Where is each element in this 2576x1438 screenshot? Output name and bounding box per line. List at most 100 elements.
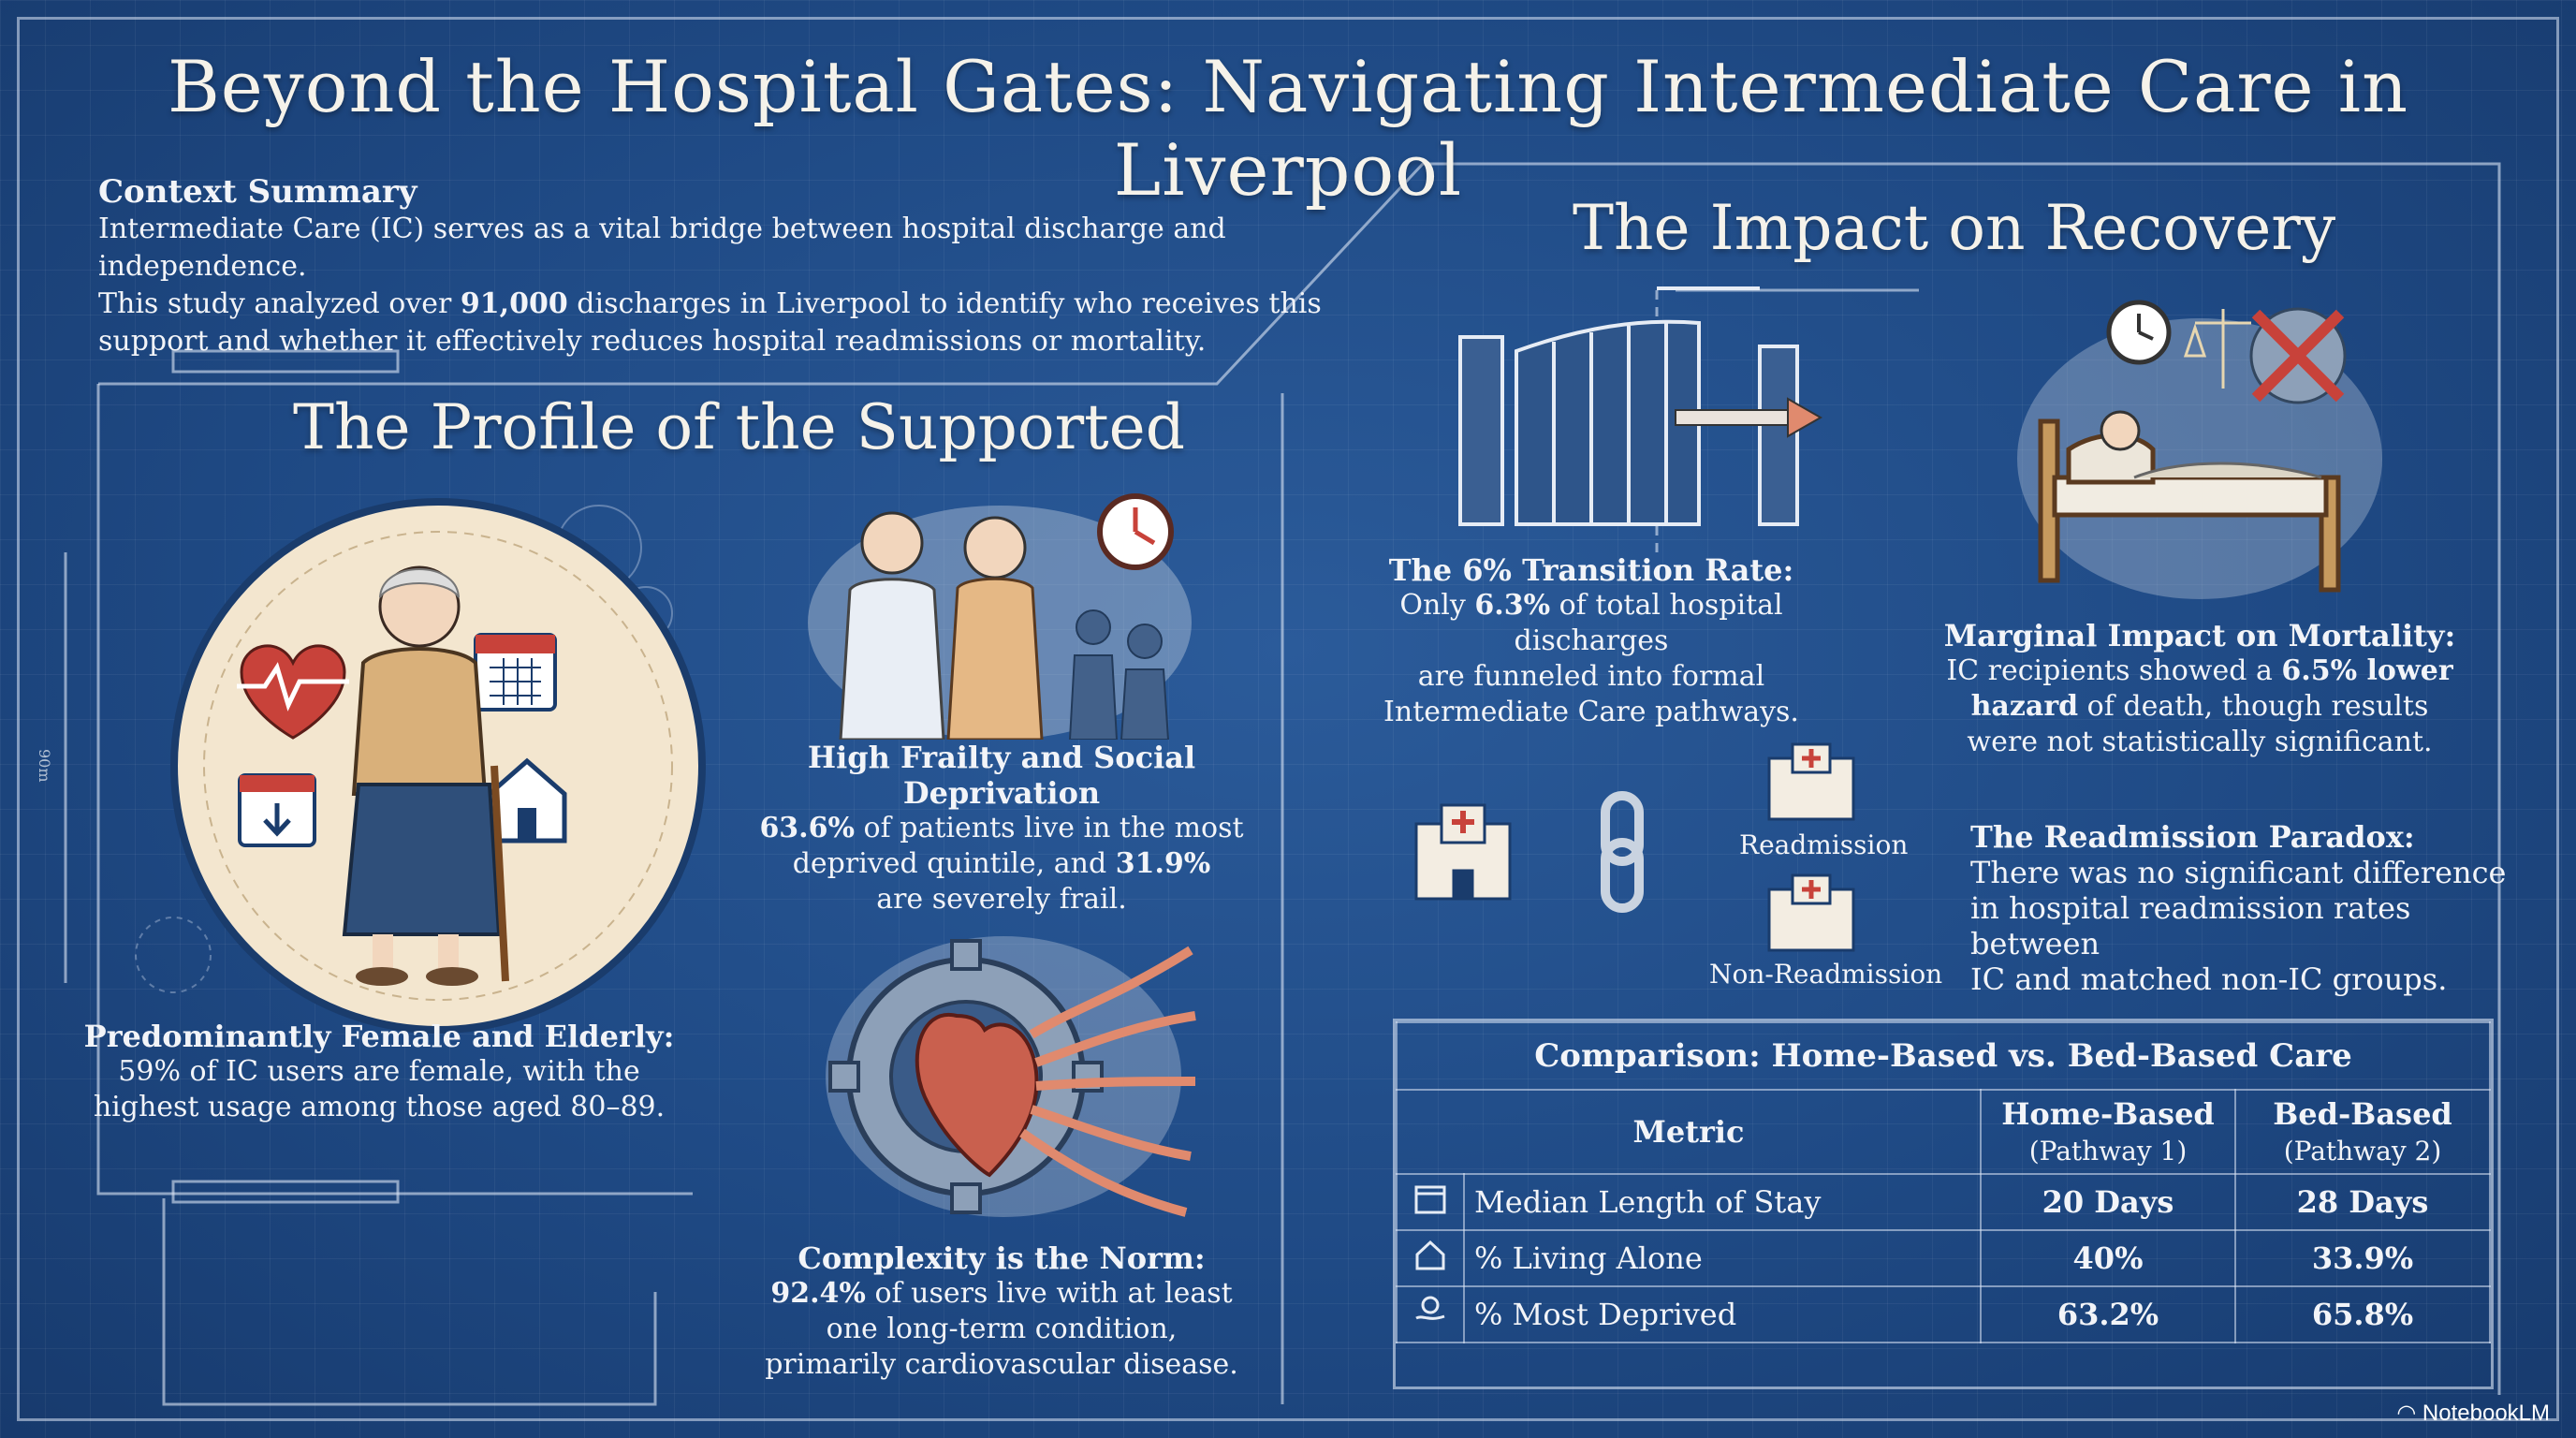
context-summary: Context Summary Intermediate Care (IC) s…: [98, 173, 1343, 360]
notebooklm-watermark: ◠ NotebookLM: [2396, 1400, 2550, 1427]
transition-caption: The 6% Transition Rate: Only 6.3% of tot…: [1348, 552, 1835, 730]
context-line-2b: discharges in Liverpool to identify who …: [567, 287, 1322, 320]
readmission-line-3: IC and matched non-IC groups.: [1970, 961, 2448, 997]
row-bed-value: 65.8%: [2234, 1285, 2491, 1343]
clock-icon: [1097, 493, 1174, 570]
row-home-value: 40%: [1980, 1229, 2236, 1287]
female-elderly-caption: Predominantly Female and Elderly: 59% of…: [75, 1019, 683, 1125]
row-home-value: 20 Days: [1980, 1173, 2236, 1231]
hospital-icon-readmission: [1767, 742, 1855, 821]
elderly-man-figure: [839, 511, 945, 740]
complexity-ltc-pct: 92.4%: [770, 1277, 866, 1310]
header-home-label: Home-Based: [2001, 1096, 2215, 1132]
non-readmission-label: Non-Readmission: [1709, 959, 1943, 990]
table-row: % Living Alone 40% 33.9%: [1396, 1229, 2491, 1287]
heart-icon: [915, 1012, 1039, 1178]
female-elderly-heading: Predominantly Female and Elderly:: [83, 1019, 675, 1054]
mortality-line-3: were not statistically significant.: [1967, 726, 2433, 758]
house-icon: [1396, 1229, 1465, 1287]
transition-line-1b: of total hospital discharges: [1514, 589, 1783, 657]
transition-pct: 6.3%: [1474, 589, 1551, 622]
context-heading: Context Summary: [98, 173, 417, 211]
female-elderly-line-2: highest usage among those aged 80–89.: [93, 1091, 666, 1123]
scale-label: 90m: [36, 749, 53, 783]
frailty-frail-pct: 31.9%: [1115, 847, 1211, 880]
hospital-bed-illustration: [2017, 300, 2382, 599]
readmission-heading: The Readmission Paradox:: [1970, 819, 2415, 855]
row-bed-value: 28 Days: [2234, 1173, 2491, 1231]
complexity-line-3: primarily cardiovascular disease.: [765, 1348, 1238, 1381]
calendar-icon: [474, 633, 557, 712]
transition-line-2: are funneled into formal: [1417, 660, 1765, 693]
context-discharge-count: 91,000: [460, 287, 568, 320]
skull-crossed-icon: [2249, 307, 2347, 404]
notebooklm-logo-icon: ◠: [2396, 1401, 2422, 1426]
mortality-hazard: hazard: [1970, 690, 2079, 723]
mortality-line-2: of death, though results: [2078, 690, 2429, 723]
header-bed-label: Bed-Based: [2273, 1096, 2452, 1132]
header-metric: Metric: [1396, 1089, 1982, 1175]
impact-heading: The Impact on Recovery: [1573, 192, 2336, 264]
mortality-line-1a: IC recipients showed a: [1946, 654, 2282, 687]
heart-gear-illustration: [826, 936, 1196, 1217]
page-title: Beyond the Hospital Gates: Navigating In…: [167, 45, 2409, 212]
header-bed-sub: (Pathway 2): [2283, 1136, 2442, 1167]
readmission-caption: The Readmission Paradox: There was no si…: [1970, 819, 2532, 997]
header-home-sub: (Pathway 1): [2028, 1136, 2188, 1167]
header-bed: Bed-Based (Pathway 2): [2234, 1089, 2491, 1175]
people-silhouettes: [1068, 609, 1170, 740]
hospital-icon-non-readmission: [1767, 873, 1855, 952]
profile-heading: The Profile of the Supported: [293, 391, 1185, 463]
table-title: Comparison: Home-Based vs. Bed-Based Car…: [1396, 1021, 2491, 1091]
outer-frame: [17, 17, 2559, 1421]
chain-link-icon: [1601, 791, 1644, 913]
transition-line-3: Intermediate Care pathways.: [1383, 696, 1799, 728]
scales-icon: [2183, 309, 2251, 389]
elderly-woman-illustration: [170, 498, 706, 1034]
mortality-heading: Marginal Impact on Mortality:: [1943, 618, 2456, 653]
complexity-caption: Complexity is the Norm: 92.4% of users l…: [739, 1240, 1264, 1383]
clock-icon-2: [2106, 300, 2172, 365]
row-metric: % Living Alone: [1463, 1229, 1982, 1287]
elderly-couple-illustration: [808, 493, 1192, 740]
complexity-line-1: of users live with at least: [865, 1277, 1233, 1310]
row-metric: Median Length of Stay: [1463, 1173, 1982, 1231]
header-home: Home-Based (Pathway 1): [1980, 1089, 2236, 1175]
context-line-3: support and whether it effectively reduc…: [98, 325, 1207, 358]
frailty-deprived-pct: 63.6%: [759, 812, 856, 844]
row-metric: % Most Deprived: [1463, 1285, 1982, 1343]
complexity-heading: Complexity is the Norm:: [798, 1240, 1206, 1276]
mortality-pct: 6.5% lower: [2281, 654, 2453, 687]
readmission-icons: [1414, 742, 1855, 952]
hand-coin-icon: [1396, 1285, 1465, 1343]
arrow-right-icon: [1675, 397, 1823, 438]
watermark-text: NotebookLM: [2422, 1401, 2550, 1426]
comparison-table: Comparison: Home-Based vs. Bed-Based Car…: [1393, 1019, 2494, 1389]
frailty-line-1: of patients live in the most: [855, 812, 1244, 844]
heart-pulse-icon: [237, 644, 349, 740]
mortality-caption: Marginal Impact on Mortality: IC recipie…: [1919, 618, 2481, 760]
row-home-value: 63.2%: [1980, 1285, 2236, 1343]
transition-line-1a: Only: [1399, 589, 1475, 622]
arrow-icons: [1019, 946, 1196, 1217]
frailty-heading: High Frailty and Social Deprivation: [807, 740, 1196, 811]
elderly-woman-figure-2: [946, 516, 1044, 740]
transition-heading: The 6% Transition Rate:: [1388, 552, 1794, 588]
hospital-icon: [1414, 803, 1512, 901]
context-line-1: Intermediate Care (IC) serves as a vital…: [98, 213, 1226, 283]
readmission-line-2: in hospital readmission rates between: [1970, 890, 2411, 961]
context-text: Intermediate Care (IC) serves as a vital…: [98, 211, 1343, 360]
frailty-caption: High Frailty and Social Deprivation 63.6…: [739, 740, 1264, 917]
female-elderly-line-1: 59% of IC users are female, with the: [118, 1055, 640, 1088]
row-bed-value: 33.9%: [2234, 1229, 2491, 1287]
readmission-line-1: There was no significant difference: [1970, 855, 2507, 890]
frailty-line-2: deprived quintile, and: [792, 847, 1116, 880]
frailty-line-3: are severely frail.: [876, 883, 1127, 916]
calendar-arrow-icon: [238, 773, 316, 847]
context-line-2a: This study analyzed over: [98, 287, 461, 320]
readmission-label: Readmission: [1739, 829, 1909, 860]
table-row: % Most Deprived 63.2% 65.8%: [1396, 1285, 2491, 1343]
complexity-line-2: one long-term condition,: [826, 1313, 1178, 1345]
calendar-icon: [1396, 1173, 1465, 1231]
